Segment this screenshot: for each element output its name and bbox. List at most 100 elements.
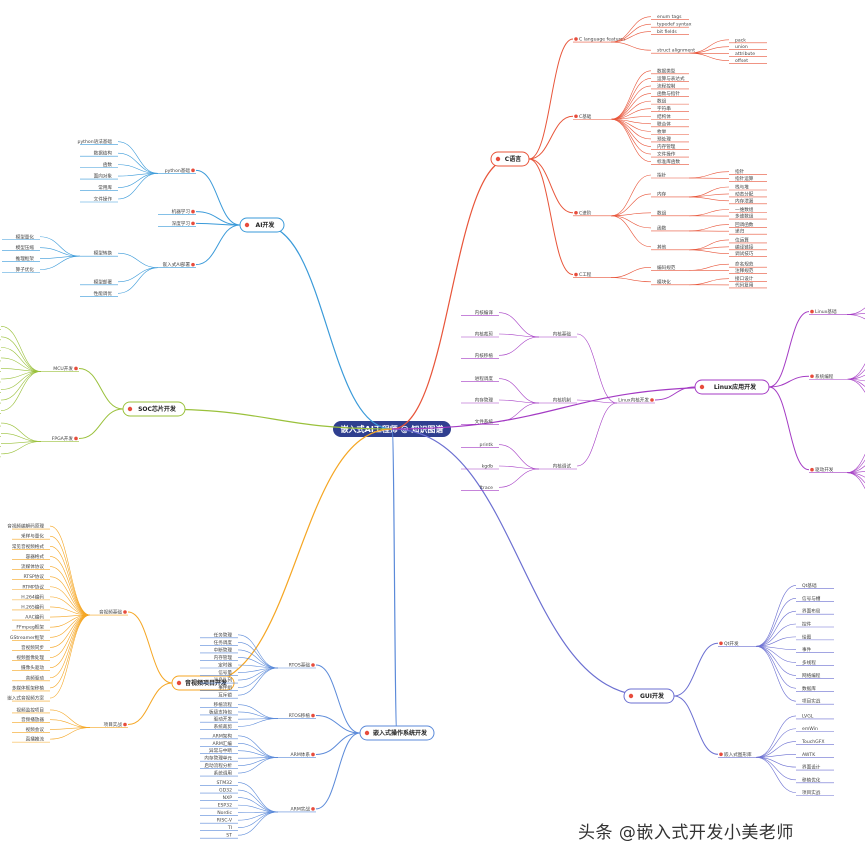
leaf-node: 信号量 [218,669,232,676]
node-marker [719,752,723,757]
group-node: C进阶 [579,209,592,216]
branch-link [610,118,652,140]
root-link-gui [391,428,650,697]
leaf-node: 流程控制 [657,82,676,89]
branch-link [49,727,91,740]
hub-c_lang-label: C语言 [505,155,521,163]
leaf-node: 进程调度 [475,375,494,382]
leaf-node: 数据结构 [94,150,113,157]
branch-link [78,408,124,439]
node-marker [719,641,723,646]
branch-link [846,378,865,382]
branch-link [0,347,42,372]
branch-link [610,267,652,278]
leaf-node: 内存管理单元 [204,755,232,762]
leaf-node: 递归 [735,228,745,235]
leaf-node: 指针 [735,168,745,175]
branch-link [237,711,279,719]
branch-link [117,267,159,283]
group-node: 指针 [657,172,667,179]
leaf-node: 内存管理 [657,143,676,150]
branch-link [846,465,865,473]
leaf-node: TouchGFX [801,739,825,745]
branch-link [528,158,574,276]
leaf-node: 移植流程 [214,701,233,708]
branch-link [755,645,797,702]
leaf-node: 一维数组 [735,206,754,213]
group-node: C工程 [579,271,592,278]
hub-ai-label: AI开发 [256,221,275,229]
branch-link [755,585,797,647]
group-node: 内核基础 [553,331,572,338]
group-node: 内核机制 [553,397,572,404]
hub-marker [364,730,370,736]
leaf-node: 推理框架 [16,255,35,262]
leaf-node: 音频播放器 [21,716,44,723]
group-node: 内存 [657,190,667,197]
hub-soc-label: SOC芯片开发 [138,405,176,413]
branch-link [315,664,361,734]
node-marker [191,262,195,267]
node-marker [574,37,578,41]
leaf-node: 多线程 [802,659,816,666]
branch-link [688,263,730,271]
branch-link [498,444,540,470]
branch-link [610,31,652,43]
leaf-node: Nordic [217,810,232,816]
branch-link [237,704,279,719]
leaf-node: Qt基础 [802,582,817,589]
branch-link [237,735,279,758]
branch-link [610,277,652,283]
branch-link [755,753,797,758]
group-node: 项目实战 [104,721,123,728]
branch-link [39,247,81,257]
leaf-node: 系统裁剪 [214,723,233,730]
leaf-node: 移植优化 [802,776,821,783]
branch-link [237,667,279,688]
branch-link [315,715,361,734]
root-link-linux [391,386,733,430]
leaf-node: 直播推流 [26,736,45,743]
group-node: python基础 [165,167,191,174]
leaf-node: 音频驱动 [26,674,45,681]
branch-link [117,173,159,200]
branch-link [0,441,42,455]
branch-link [49,719,91,728]
leaf-node: 函数 [103,161,113,168]
leaf-node: RTMP协议 [22,583,44,590]
leaf-node: 嵌入式音视频方案 [7,695,44,702]
group-node: 性能调优 [94,290,113,297]
leaf-node: 结构体 [657,113,671,120]
branch-link [498,312,540,338]
leaf-node: 音视频编解码原理 [7,523,44,530]
hub-marker [495,156,501,162]
branch-link [610,215,652,229]
leaf-node: TI [227,825,232,831]
group-node: 内核调试 [553,463,572,470]
leaf-node: 调试技巧 [735,250,754,257]
branch-link [755,756,797,793]
leaf-node: union [735,44,748,50]
leaf-node: offset [735,58,748,64]
hub-embedded-label: 嵌入式操作系统开发 [373,729,427,737]
branch-link [576,333,618,404]
branch-link [117,173,159,188]
group-node: 嵌入式AI部署 [163,261,191,268]
node-marker [123,610,127,614]
leaf-node: 数组 [657,98,667,105]
leaf-node: 多维数组 [735,213,754,220]
branch-link [755,645,797,689]
branch-link [768,311,810,388]
branch-link [237,667,279,696]
leaf-node: 模型压缩 [16,244,35,251]
branch-link [498,378,540,404]
branch-link [39,236,81,257]
leaf-node: 流媒体协议 [21,563,44,570]
node-marker [191,221,195,226]
leaf-node: 视频会议 [26,726,45,733]
leaf-node: LVGL [802,713,814,719]
node-marker [810,309,814,314]
branch-link [688,171,730,179]
branch-link [755,715,797,758]
